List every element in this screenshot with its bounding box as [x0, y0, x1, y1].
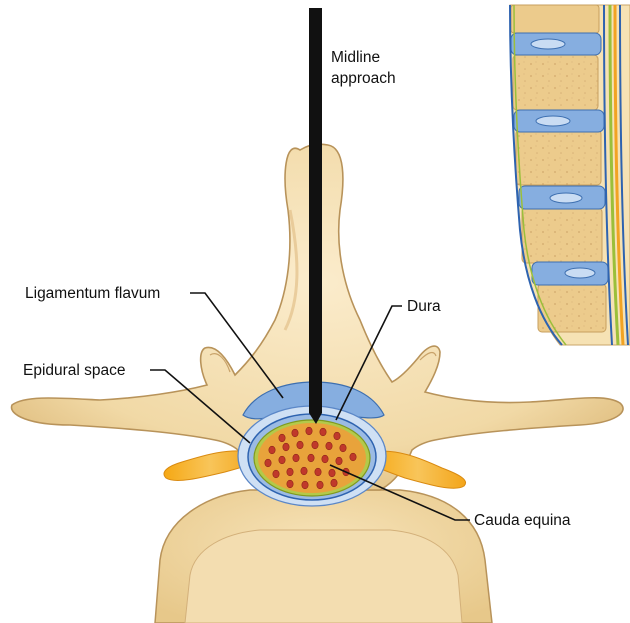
- label-cauda-equina: Cauda equina: [474, 512, 571, 529]
- needle: [309, 8, 322, 424]
- label-dura: Dura: [407, 298, 441, 315]
- sagittal-spine-inset: [510, 5, 630, 345]
- label-epidural-space: Epidural space: [23, 362, 126, 379]
- label-ligamentum-flavum: Ligamentum flavum: [25, 285, 160, 302]
- label-midline-approach-line1: Midline: [331, 49, 380, 66]
- label-midline-approach-line2: approach: [331, 70, 396, 87]
